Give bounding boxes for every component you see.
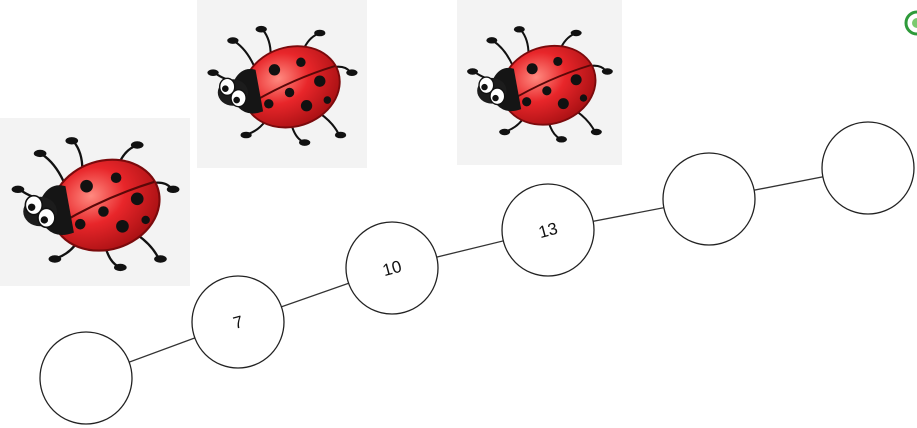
sequence-node-2: 7 bbox=[191, 275, 285, 369]
sequence-node-4: 13 bbox=[501, 183, 595, 277]
sequence-node-6 bbox=[821, 121, 915, 215]
logo-icon bbox=[904, 10, 917, 36]
sequence-circle bbox=[501, 183, 595, 277]
sequence-node-1 bbox=[39, 331, 133, 425]
sequence-circle bbox=[191, 275, 285, 369]
sequence-circle bbox=[39, 331, 133, 425]
ladybug-picture-3 bbox=[457, 0, 622, 165]
ladybug-icon bbox=[207, 25, 358, 146]
sequence-value: 10 bbox=[381, 257, 404, 280]
ladybug-picture-1 bbox=[0, 118, 190, 286]
ladybug-icon bbox=[467, 26, 613, 143]
ladybug-picture-2 bbox=[197, 0, 367, 168]
sequence-node-5 bbox=[662, 152, 756, 246]
sequence-node-3: 10 bbox=[345, 221, 439, 315]
sequence-circle bbox=[662, 152, 756, 246]
sequence-value: 13 bbox=[537, 219, 560, 242]
ladybug-icon bbox=[11, 137, 180, 272]
sequence-circle bbox=[821, 121, 915, 215]
sequence-circle bbox=[345, 221, 439, 315]
